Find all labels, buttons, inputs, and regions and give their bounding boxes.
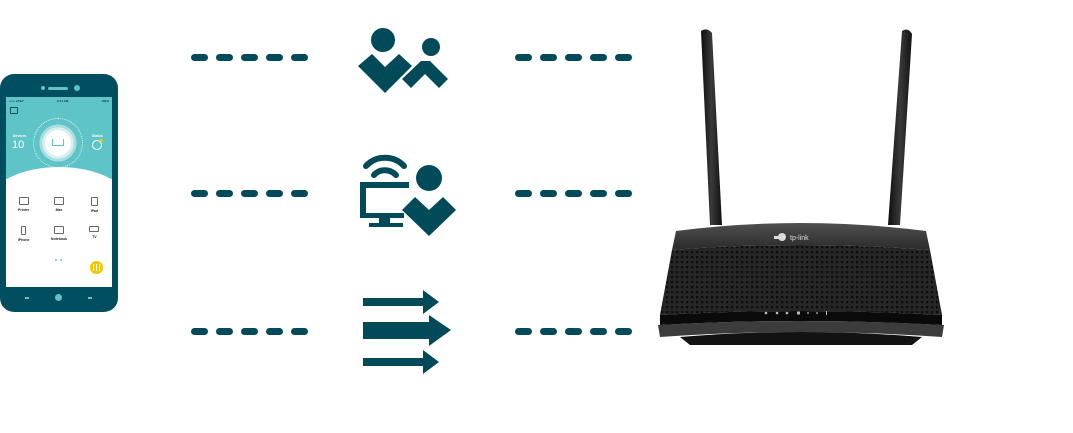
back-button[interactable] <box>25 297 29 299</box>
device-item-printer[interactable]: Printer <box>6 197 41 213</box>
right-antenna <box>888 29 912 225</box>
home-button[interactable] <box>55 294 62 301</box>
dashed-connector-right-middle <box>515 190 632 197</box>
dashed-connector-left-top <box>191 54 308 61</box>
header-curve <box>6 167 112 207</box>
tp-link-logo: tp-link <box>774 233 809 242</box>
dashed-connector-right-top <box>515 54 632 61</box>
devices-label: Devices <box>13 134 27 138</box>
clock: 4:41 AM <box>56 99 69 103</box>
dashed-connector-right-bottom <box>515 328 632 335</box>
smartphone-tether-app: •••••• AT&T 4:41 AM 100% Devices 10 Stat… <box>0 74 118 312</box>
tv-icon <box>89 226 100 232</box>
dashed-connector-left-bottom <box>191 328 308 335</box>
status-bar: •••••• AT&T 4:41 AM 100% <box>6 99 112 105</box>
battery: 100% <box>101 99 109 103</box>
device-item-ipad[interactable]: iPad <box>77 197 112 213</box>
device-label: Mac <box>55 208 63 212</box>
device-item-tv[interactable]: TV <box>77 226 112 242</box>
bandwidth-arrows-icon <box>363 290 451 374</box>
device-label: Printer <box>18 208 30 212</box>
dashed-connector-left-middle <box>191 190 308 197</box>
parental-controls-icon <box>358 28 448 93</box>
recents-button[interactable] <box>88 297 92 299</box>
speaker-grille <box>48 87 68 90</box>
device-label: iPad <box>90 209 99 213</box>
router-halo <box>38 123 78 163</box>
tp-link-4g-router: tp-link <box>658 29 944 345</box>
globe-icon[interactable] <box>92 140 102 150</box>
router-icon[interactable] <box>52 139 64 146</box>
monitor-icon <box>53 197 64 205</box>
left-antenna <box>701 29 722 226</box>
devices-count[interactable]: 10 <box>12 139 25 151</box>
phone-icon <box>21 226 27 235</box>
device-label: TV <box>92 235 97 239</box>
sensor-dot <box>41 86 45 90</box>
device-item-notebook[interactable]: Notebook <box>41 226 76 242</box>
laptop-icon <box>53 226 64 234</box>
device-label: iPhone <box>17 238 30 242</box>
status-badge <box>100 139 103 142</box>
settings-fab-button[interactable] <box>90 261 103 274</box>
device-grid: Printer Mac iPad iPhone Notebook TV <box>6 197 112 242</box>
menu-icon[interactable] <box>10 107 18 114</box>
guest-wifi-icon <box>360 154 456 236</box>
carrier: •••••• AT&T <box>9 99 24 103</box>
front-camera <box>74 85 80 91</box>
app-screen: •••••• AT&T 4:41 AM 100% Devices 10 Stat… <box>6 97 112 287</box>
svg-text:tp-link: tp-link <box>790 235 809 242</box>
status-label: Status <box>92 134 103 138</box>
device-label: Notebook <box>50 237 68 241</box>
printer-icon <box>18 197 29 205</box>
tablet-icon <box>90 197 98 206</box>
device-item-mac[interactable]: Mac <box>41 197 76 213</box>
page-indicator <box>55 259 62 261</box>
device-item-iphone[interactable]: iPhone <box>6 226 41 242</box>
